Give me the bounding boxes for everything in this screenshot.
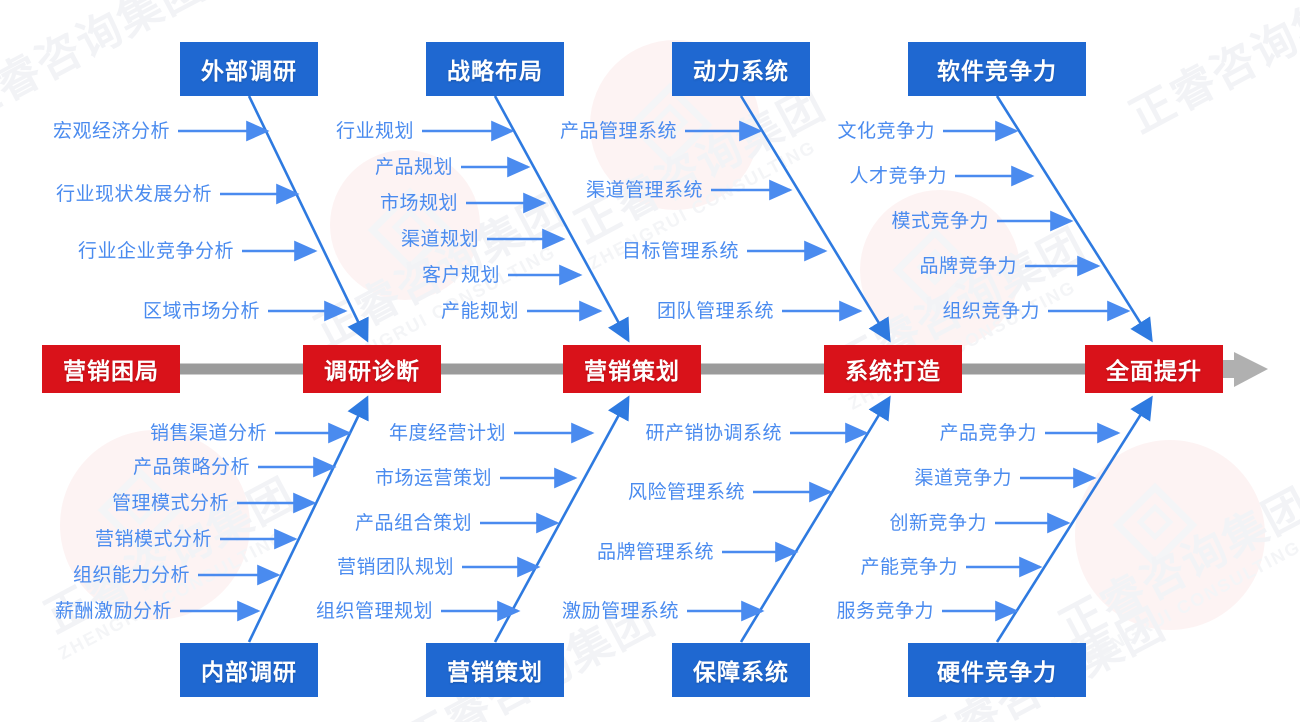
- leaf-label: 文化竞争力: [837, 121, 935, 142]
- category-label: 内部调研: [201, 659, 297, 685]
- leaf-label: 人才竞争力: [849, 166, 947, 187]
- leaf-label: 研产销协调系统: [645, 423, 782, 444]
- spine-node-1[interactable]: 营销困局: [42, 345, 180, 393]
- bone-top-3: [739, 95, 891, 343]
- leaf-label: 产品组合策划: [354, 513, 472, 534]
- leaf-label: 年度经营计划: [388, 423, 506, 444]
- spine-node-2[interactable]: 调研诊断: [303, 345, 441, 393]
- leaf-label: 组织竞争力: [942, 301, 1040, 322]
- category-box-top-1[interactable]: 外部调研: [180, 42, 318, 96]
- leaf-label: 宏观经济分析: [52, 121, 170, 142]
- leaf-label: 区域市场分析: [142, 301, 260, 322]
- leaf-label: 组织管理规划: [315, 601, 433, 622]
- leaf-label: 品牌管理系统: [596, 542, 714, 563]
- leaf-label: 品牌竞争力: [919, 256, 1017, 277]
- leaf-label: 市场运营策划: [374, 468, 492, 489]
- category-box-top-2[interactable]: 战略布局: [426, 42, 564, 96]
- leaf-label: 行业规划: [335, 121, 414, 142]
- leaf-label: 产品竞争力: [939, 423, 1037, 444]
- leaf-label: 激励管理系统: [561, 601, 679, 622]
- leaf-label: 薪酬激励分析: [54, 601, 172, 622]
- category-box-top-4[interactable]: 软件竞争力: [908, 42, 1086, 96]
- leaf-label: 市场规划: [379, 193, 458, 214]
- leaf-label: 目标管理系统: [621, 241, 739, 262]
- category-label: 软件竞争力: [937, 58, 1057, 84]
- leaf-label: 组织能力分析: [72, 565, 190, 586]
- spine-node-label: 调研诊断: [324, 358, 420, 384]
- leaf-label: 产能竞争力: [860, 557, 958, 578]
- category-label: 硬件竞争力: [937, 659, 1057, 685]
- leaf-label: 渠道竞争力: [914, 468, 1012, 489]
- leaf-label: 产能规划: [440, 301, 519, 322]
- spine-node-4[interactable]: 系统打造: [824, 345, 962, 393]
- leaf-label: 服务竞争力: [836, 601, 934, 622]
- leaf-label: 营销团队规划: [336, 557, 454, 578]
- leaf-label: 产品策略分析: [132, 457, 250, 478]
- category-label: 外部调研: [201, 58, 297, 84]
- spine-node-label: 全面提升: [1106, 358, 1202, 384]
- category-box-bottom-1[interactable]: 内部调研: [180, 643, 318, 697]
- spine-node-label: 营销困局: [63, 358, 159, 384]
- leaf-label: 创新竞争力: [889, 513, 987, 534]
- spine-node-3[interactable]: 营销策划: [563, 345, 701, 393]
- leaf-label: 营销模式分析: [94, 529, 212, 550]
- leaf-label: 模式竞争力: [891, 211, 989, 232]
- spine-node-label: 营销策划: [584, 358, 680, 384]
- category-label: 战略布局: [447, 58, 543, 84]
- category-box-bottom-4[interactable]: 硬件竞争力: [908, 643, 1086, 697]
- leaf-label: 客户规划: [421, 265, 500, 286]
- leaf-label: 渠道规划: [400, 229, 479, 250]
- leaf-label: 团队管理系统: [656, 301, 774, 322]
- spine-node-5[interactable]: 全面提升: [1085, 345, 1223, 393]
- category-box-top-3[interactable]: 动力系统: [672, 42, 810, 96]
- leaf-label: 行业现状发展分析: [55, 184, 212, 205]
- leaf-label: 渠道管理系统: [585, 180, 703, 201]
- bone-bot-4: [995, 395, 1153, 643]
- category-label: 保障系统: [693, 659, 789, 685]
- spine-node-label: 系统打造: [845, 358, 941, 384]
- category-label: 营销策划: [447, 659, 543, 685]
- spine-end-arrow-icon: [1234, 352, 1268, 387]
- leaf-label: 管理模式分析: [111, 493, 229, 514]
- leaf-label: 产品管理系统: [559, 121, 677, 142]
- leaf-label: 产品规划: [374, 157, 453, 178]
- category-box-bottom-2[interactable]: 营销策划: [426, 643, 564, 697]
- leaf-label: 风险管理系统: [627, 482, 745, 503]
- category-label: 动力系统: [693, 58, 789, 84]
- leaf-label: 销售渠道分析: [149, 423, 267, 444]
- bone-top-2: [493, 95, 630, 343]
- leaf-label: 行业企业竞争分析: [77, 241, 234, 262]
- category-box-bottom-3[interactable]: 保障系统: [672, 643, 810, 697]
